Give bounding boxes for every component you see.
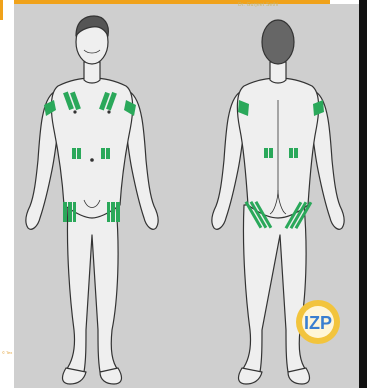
- izp-logo: IZP: [296, 300, 340, 344]
- front-neck: [84, 62, 100, 83]
- left-accent-bar: [0, 0, 3, 20]
- logo-text: IZP: [304, 313, 332, 333]
- back-head: [262, 20, 294, 64]
- front-thigh-left-site: [63, 202, 76, 222]
- front-thigh-right-site: [107, 202, 120, 222]
- top-accent-bar: [0, 0, 330, 4]
- front-left-nipple: [74, 111, 76, 113]
- right-border: [359, 0, 367, 388]
- back-neck: [270, 62, 286, 83]
- bottom-credit-text: © Tex: [2, 350, 12, 355]
- top-credit-text: Dr. Gurjeet Sethi: [238, 2, 278, 8]
- front-torso: [51, 78, 132, 218]
- front-right-nipple: [108, 111, 110, 113]
- left-border: [0, 0, 14, 388]
- front-navel: [91, 159, 94, 162]
